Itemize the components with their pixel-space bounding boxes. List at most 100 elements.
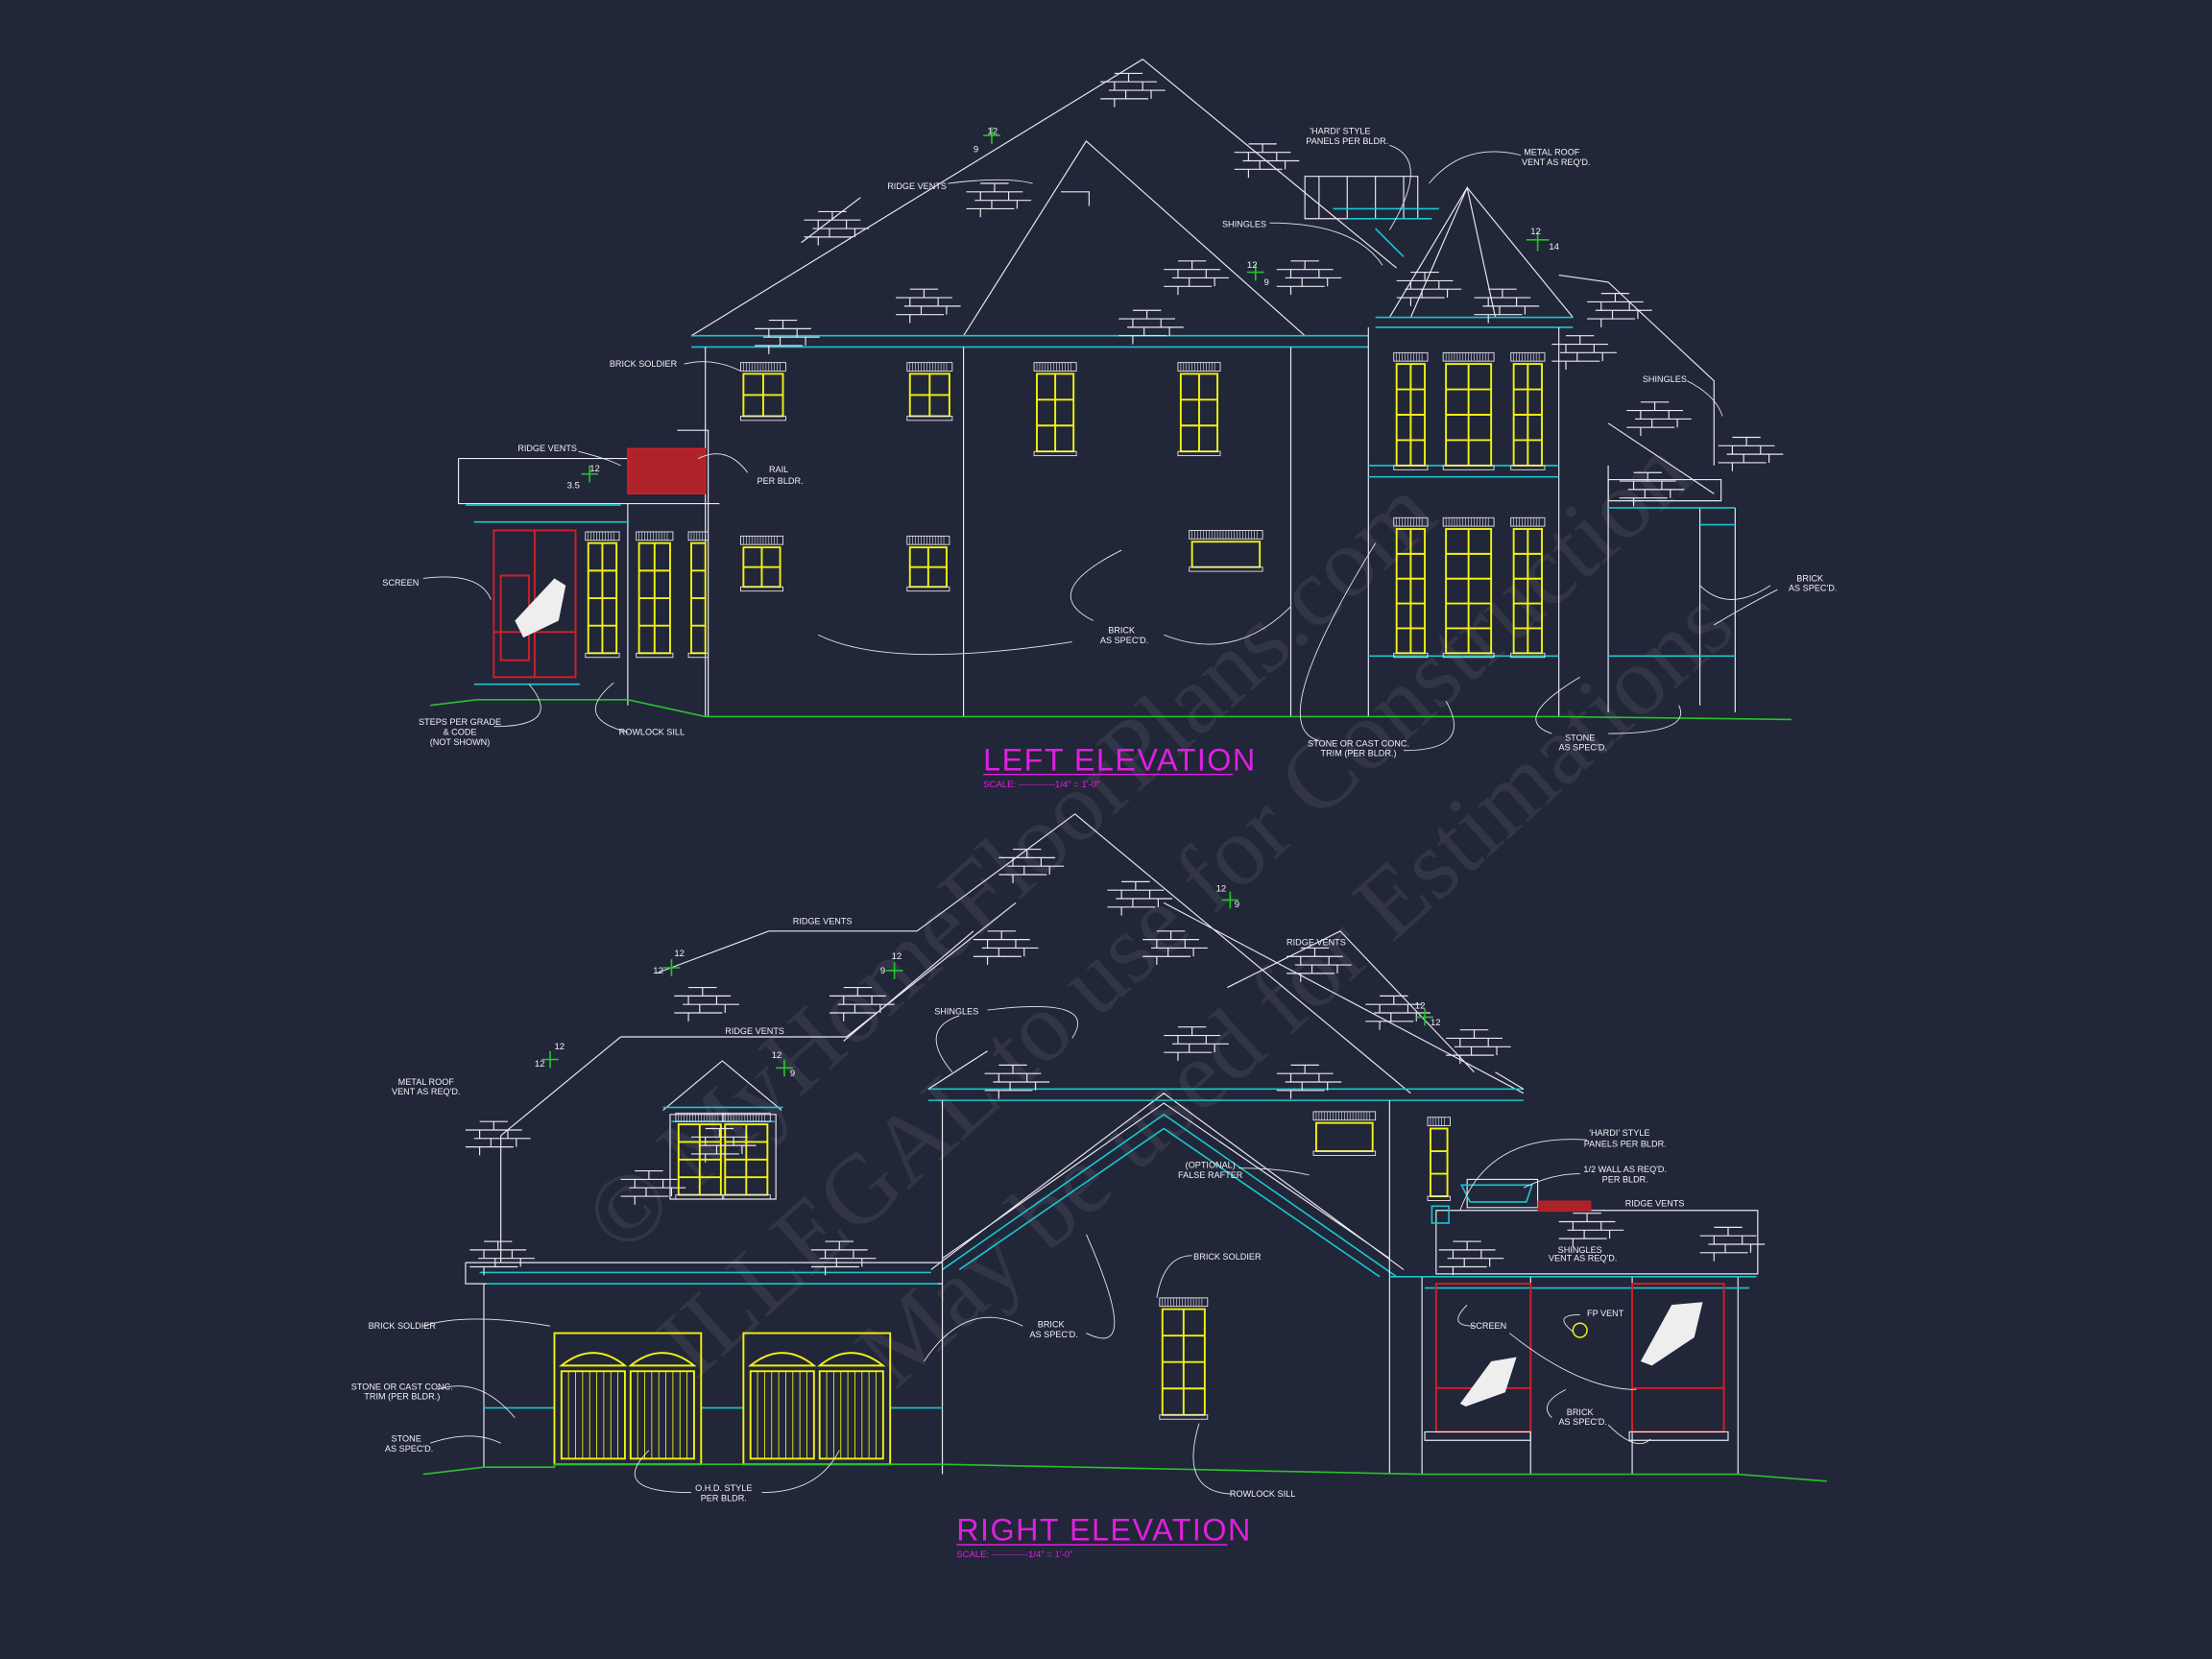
label-rowlock-sill: ROWLOCK SILL bbox=[619, 728, 685, 737]
label-stone: STONE bbox=[392, 1434, 421, 1444]
right-elevation: RIDGE VENTS SHINGLES RIDGE VENTS RIDGE V… bbox=[351, 813, 1827, 1560]
label-ridge-vents: RIDGE VENTS bbox=[1625, 1198, 1685, 1208]
right-roofs bbox=[465, 813, 1525, 1285]
rowlock-sill bbox=[1510, 652, 1546, 659]
rowlock-sill bbox=[906, 416, 953, 421]
right-labels: RIDGE VENTS SHINGLES RIDGE VENTS RIDGE V… bbox=[351, 916, 1685, 1503]
label-hardi-style: 'HARDI' STYLE bbox=[1589, 1128, 1649, 1138]
label-false-rafter: FALSE RAFTER bbox=[1178, 1170, 1243, 1180]
rowlock-sill bbox=[675, 1194, 725, 1200]
label-vent-as-reqd: VENT AS REQ'D. bbox=[1522, 157, 1590, 167]
label-half-wall: 1/2 WALL AS REQ'D. bbox=[1583, 1165, 1667, 1174]
label-not-shown: (NOT SHOWN) bbox=[430, 737, 491, 747]
half-wall bbox=[1537, 1200, 1592, 1213]
brick-hatch bbox=[465, 1120, 532, 1157]
pitch-run: 12 bbox=[674, 949, 685, 959]
rowlock-sill bbox=[1442, 465, 1495, 470]
label-trim-per-bldr: TRIM (PER BLDR.) bbox=[364, 1392, 440, 1402]
brick-hatch bbox=[1699, 1226, 1766, 1262]
rowlock-sill bbox=[1393, 652, 1429, 659]
left-windows bbox=[585, 351, 1546, 659]
label-as-specd: AS SPEC'D. bbox=[385, 1444, 433, 1454]
label-brick: BRICK bbox=[1038, 1320, 1065, 1330]
brick-soldier-header bbox=[739, 535, 783, 545]
rowlock-sill bbox=[1177, 450, 1221, 457]
window bbox=[1312, 1111, 1377, 1156]
window bbox=[906, 535, 950, 592]
watermark-line-2: ILLEGAL to use for Construction bbox=[637, 416, 1711, 1397]
left-grade-line bbox=[430, 699, 1792, 721]
rowlock-sill bbox=[1393, 465, 1429, 470]
brick-hatch bbox=[1276, 1064, 1342, 1100]
rowlock-sill bbox=[1442, 652, 1495, 659]
label-brick-soldier: BRICK SOLDIER bbox=[369, 1321, 437, 1331]
rowlock-sill bbox=[1033, 450, 1077, 457]
window bbox=[1159, 1297, 1209, 1420]
left-leader-lines bbox=[422, 144, 1778, 752]
label-ridge-vents: RIDGE VENTS bbox=[887, 181, 947, 191]
label-as-specd: AS SPEC'D. bbox=[1029, 1330, 1077, 1339]
right-grade-line bbox=[422, 1463, 1827, 1482]
pitch-rise: 14 bbox=[1549, 242, 1559, 252]
window bbox=[1442, 351, 1495, 470]
rowlock-sill bbox=[1427, 1195, 1451, 1201]
left-pitch-marks: 12 9 12 3.5 12 9 12 14 bbox=[567, 127, 1560, 492]
pitch-run: 12 bbox=[1415, 1001, 1426, 1012]
right-pitch-marks: 12 12 12 9 12 12 12 9 12 9 12 12 bbox=[535, 884, 1441, 1079]
brick-soldier-header bbox=[636, 531, 674, 541]
pitch-rise: 12 bbox=[535, 1059, 545, 1070]
balcony-rail bbox=[627, 447, 707, 495]
pitch-rise: 12 bbox=[653, 966, 663, 976]
garage-doors bbox=[553, 1332, 892, 1466]
brick-hatch bbox=[1718, 436, 1784, 472]
label-screen: SCREEN bbox=[1470, 1321, 1506, 1331]
pitch-rise: 9 bbox=[974, 145, 978, 156]
label-brick: BRICK bbox=[1567, 1407, 1594, 1417]
label-as-specd: AS SPEC'D. bbox=[1789, 584, 1837, 593]
brick-hatch bbox=[1118, 309, 1185, 346]
label-metal-roof: METAL ROOF bbox=[1524, 148, 1580, 157]
brick-soldier-header bbox=[1033, 362, 1077, 372]
label-vent-as-reqd: VENT AS REQ'D. bbox=[392, 1087, 460, 1096]
pitch-run: 12 bbox=[1530, 227, 1541, 237]
label-shingles: SHINGLES bbox=[1643, 374, 1687, 384]
rowlock-sill bbox=[1510, 465, 1546, 470]
pitch-rise: 3.5 bbox=[567, 480, 580, 491]
label-ridge-vents: RIDGE VENTS bbox=[517, 444, 577, 453]
brick-hatch bbox=[469, 1240, 536, 1276]
brick-soldier-header bbox=[687, 531, 709, 541]
window bbox=[721, 1112, 771, 1200]
brick-hatch bbox=[1396, 272, 1462, 307]
label-ridge-vents: RIDGE VENTS bbox=[1286, 937, 1346, 947]
label-ridge-vents: RIDGE VENTS bbox=[793, 916, 853, 926]
window bbox=[1510, 517, 1546, 659]
window bbox=[1177, 362, 1221, 457]
label-as-specd: AS SPEC'D. bbox=[1558, 743, 1606, 753]
pitch-run: 12 bbox=[892, 951, 902, 962]
label-rowlock-sill: ROWLOCK SILL bbox=[1230, 1489, 1295, 1499]
brick-soldier-header bbox=[675, 1112, 725, 1122]
pitch-rise: 9 bbox=[790, 1069, 795, 1079]
window bbox=[906, 362, 953, 421]
label-stone: STONE bbox=[1565, 733, 1595, 742]
window bbox=[1427, 1117, 1451, 1201]
label-and-code: & CODE bbox=[444, 728, 477, 737]
window bbox=[636, 531, 674, 659]
rowlock-sill bbox=[739, 586, 783, 592]
brick-hatch bbox=[754, 319, 821, 355]
window bbox=[687, 531, 709, 659]
pitch-run: 12 bbox=[772, 1050, 782, 1061]
watermark-line-3: May be used for Estimations bbox=[836, 567, 1753, 1408]
label-vent-as-reqd: VENT AS REQ'D. bbox=[1549, 1254, 1617, 1263]
rowlock-sill bbox=[739, 416, 786, 421]
brick-hatch bbox=[1558, 1213, 1624, 1248]
rowlock-sill bbox=[1312, 1150, 1377, 1156]
right-elevation-scale: SCALE: ------------1/4" = 1'-0" bbox=[956, 1550, 1072, 1560]
brick-hatch bbox=[1445, 1029, 1512, 1065]
fp-vent-icon bbox=[1572, 1322, 1588, 1338]
pitch-rise: 12 bbox=[1431, 1018, 1441, 1028]
window bbox=[1189, 530, 1263, 572]
label-panels-per-bldr: PANELS PER BLDR. bbox=[1306, 136, 1388, 146]
label-as-specd: AS SPEC'D. bbox=[1100, 636, 1148, 645]
window bbox=[585, 531, 620, 659]
